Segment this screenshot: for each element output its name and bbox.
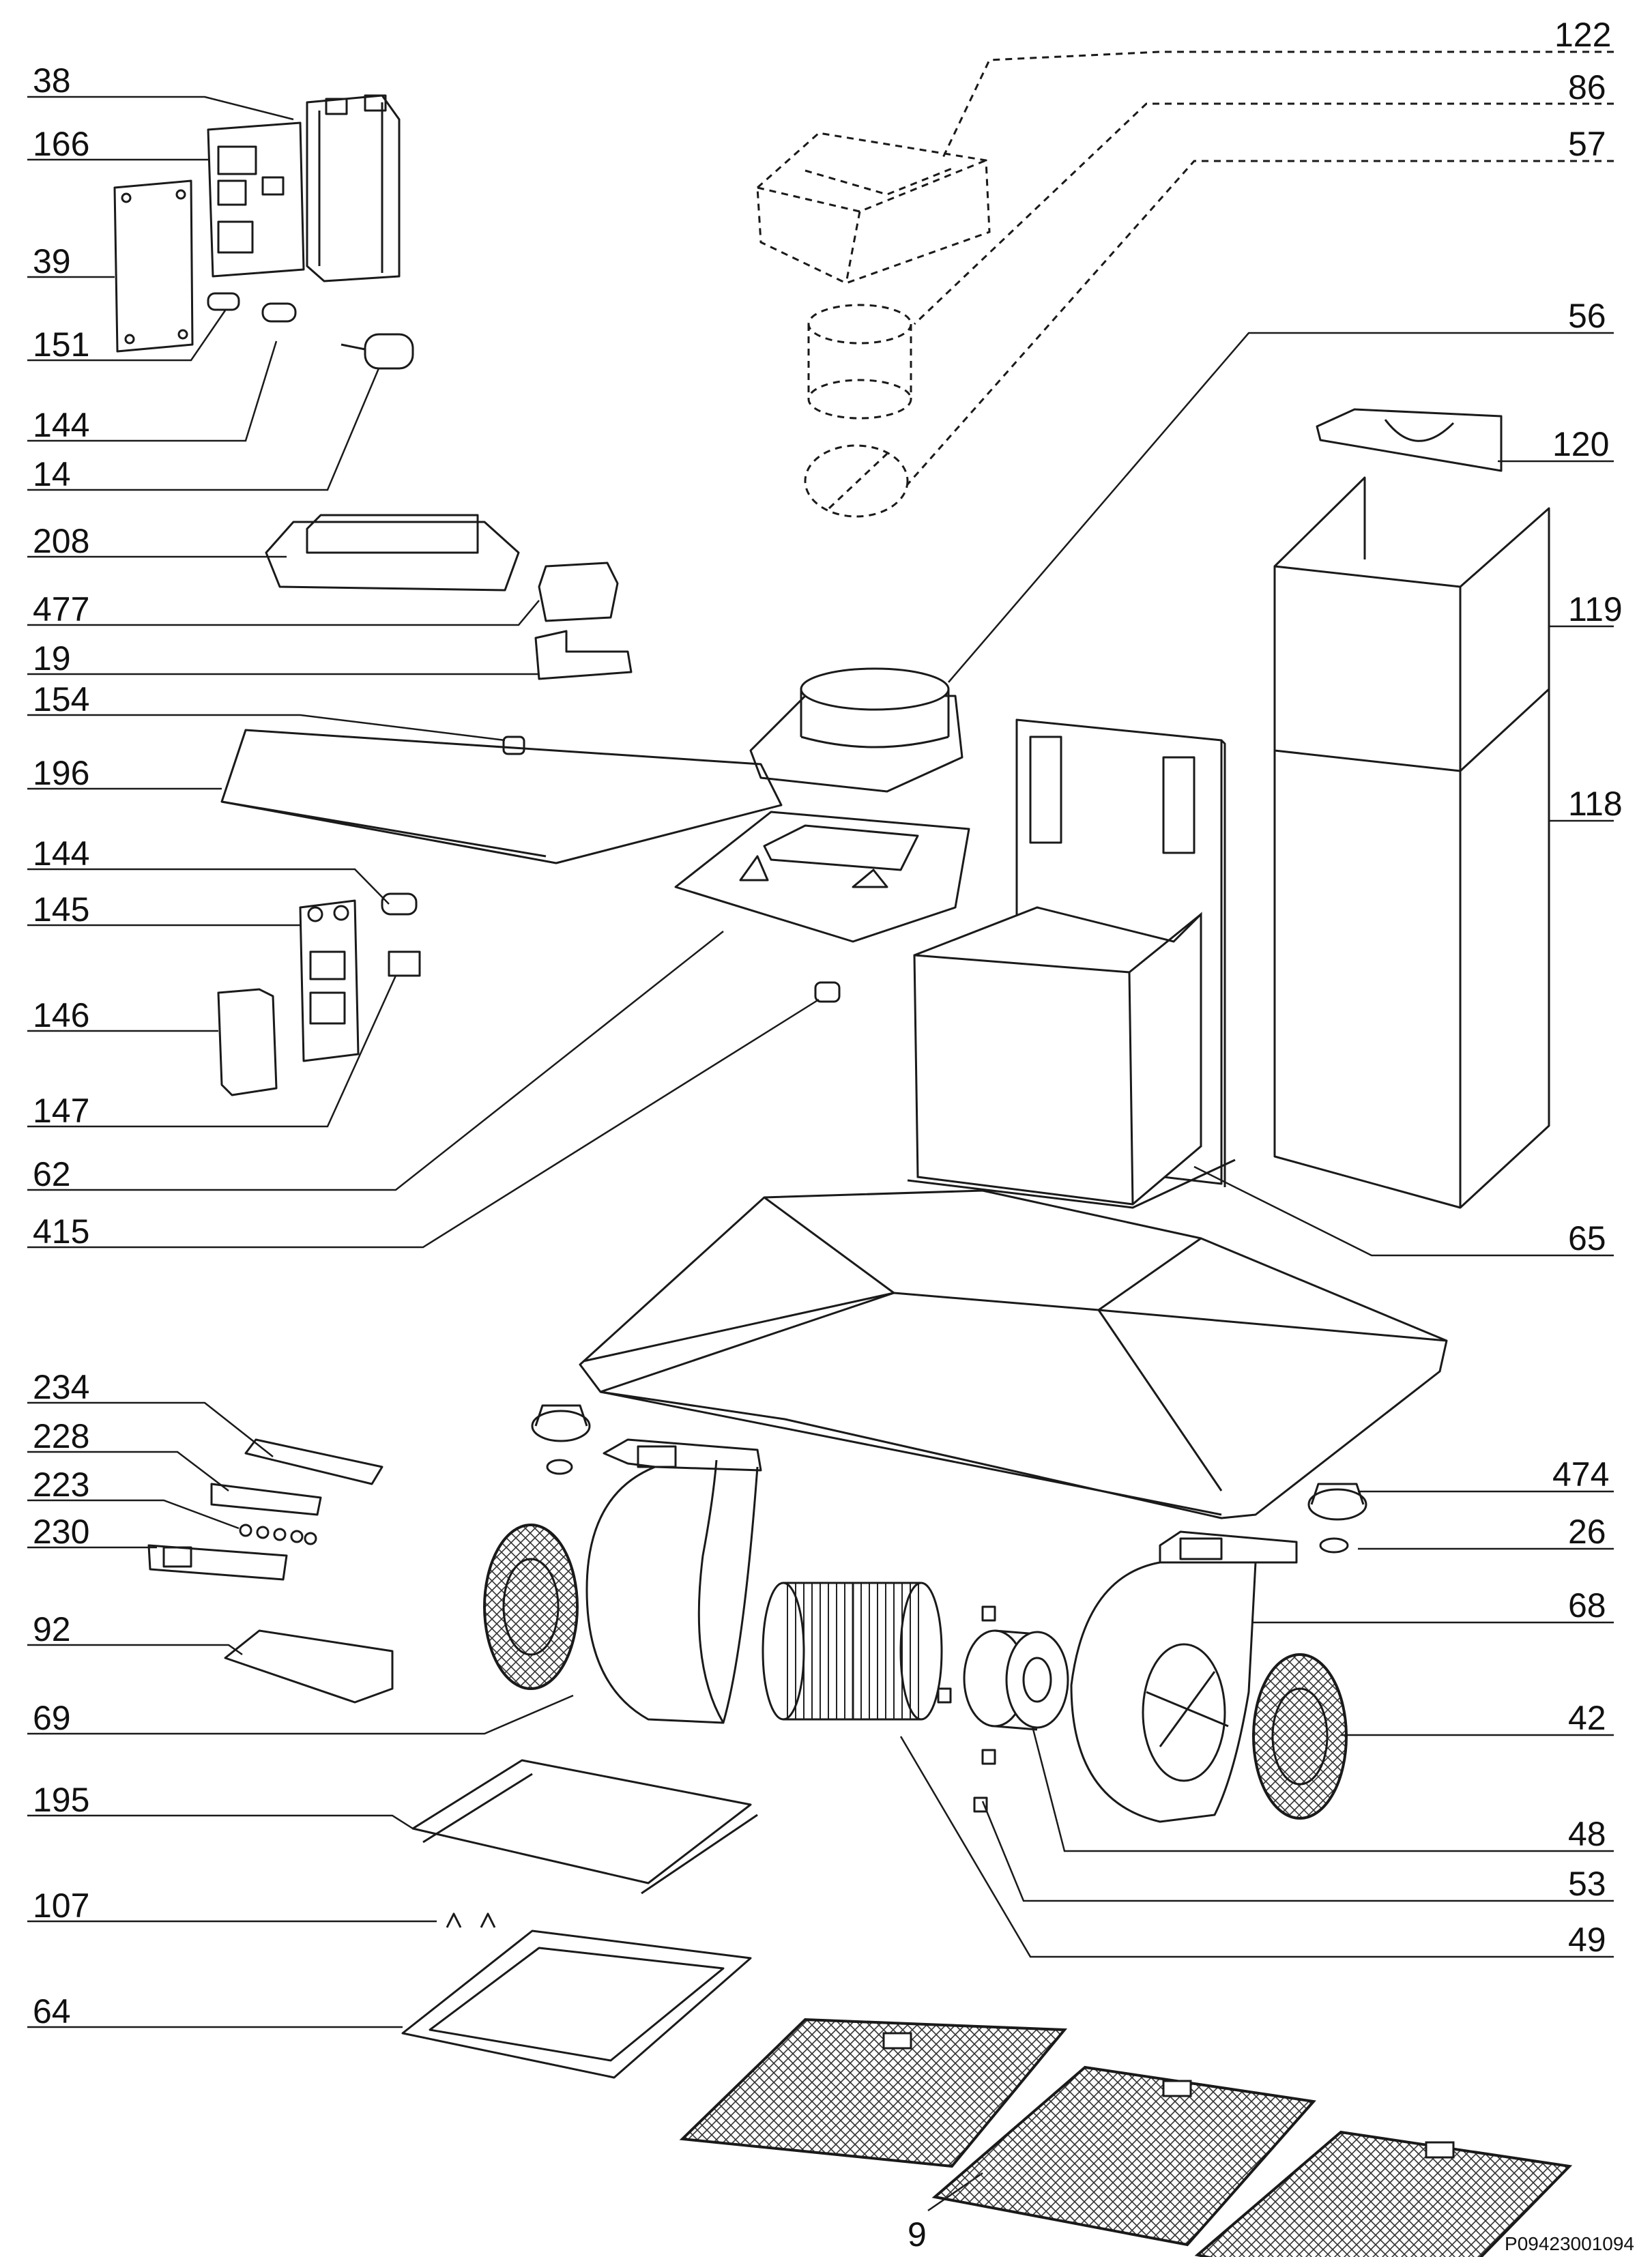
label-118: 118	[1568, 785, 1623, 823]
outlet-collar	[749, 667, 963, 793]
chimney-bracket	[1316, 408, 1503, 472]
label-147: 147	[33, 1092, 89, 1130]
inlet-grille-left	[483, 1524, 579, 1690]
label-42: 42	[1568, 1699, 1606, 1737]
label-53: 53	[1568, 1865, 1606, 1903]
blower-motor	[937, 1605, 1069, 1813]
inner-chimney-frame	[907, 718, 1236, 1209]
label-230: 230	[33, 1513, 89, 1551]
lamp-holders	[531, 1404, 1367, 1554]
damper-plate	[674, 811, 970, 943]
label-39: 39	[33, 242, 71, 280]
label-477: 477	[33, 590, 89, 628]
drawing-code: P09423001094	[1505, 2233, 1634, 2254]
label-415: 415	[33, 1212, 89, 1251]
label-154: 154	[33, 680, 89, 718]
label-107: 107	[33, 1887, 89, 1925]
lamp-bracket-parts	[220, 729, 783, 864]
label-151: 151	[33, 325, 89, 364]
blower-impeller	[762, 1582, 943, 1721]
label-19: 19	[33, 639, 71, 678]
label-92: 92	[33, 1610, 71, 1648]
label-64: 64	[33, 1992, 71, 2030]
label-48: 48	[1568, 1815, 1606, 1853]
label-146: 146	[33, 996, 89, 1034]
label-145: 145	[33, 890, 89, 929]
label-474: 474	[1552, 1455, 1609, 1494]
label-14: 14	[33, 455, 71, 493]
hood-canopy	[579, 1189, 1448, 1519]
label-69: 69	[33, 1699, 71, 1737]
label-120: 120	[1552, 425, 1609, 463]
right-callouts: 122 86 57 56 120 119 118 65 474 26 68 42…	[899, 16, 1623, 2254]
label-49: 49	[1568, 1921, 1606, 1959]
label-166: 166	[33, 125, 89, 163]
label-196: 196	[33, 754, 89, 792]
label-26: 26	[1568, 1513, 1606, 1551]
label-208: 208	[33, 522, 89, 560]
label-195: 195	[33, 1781, 89, 1819]
label-144b: 144	[33, 834, 89, 873]
switch-assembly-parts	[217, 892, 421, 1096]
label-234: 234	[33, 1368, 89, 1406]
label-119: 119	[1568, 590, 1623, 628]
inlet-grille-right	[1252, 1653, 1348, 1820]
label-144: 144	[33, 406, 89, 444]
label-38: 38	[33, 61, 71, 100]
label-228: 228	[33, 1417, 89, 1455]
label-56: 56	[1568, 297, 1606, 335]
blower-housing-left	[585, 1438, 762, 1724]
label-9: 9	[908, 2215, 927, 2254]
duct-accessories	[756, 132, 991, 518]
control-panel-parts	[147, 1438, 394, 1704]
label-65: 65	[1568, 1219, 1606, 1257]
control-box-parts	[113, 94, 414, 370]
label-122: 122	[1554, 16, 1611, 54]
label-57: 57	[1568, 125, 1606, 163]
left-callouts: 38 166 39 151 144 14 208 477 19 154 196 …	[27, 61, 820, 2030]
ballast-parts	[265, 514, 633, 680]
grease-filters	[679, 2018, 1573, 2257]
blower-housing-right	[1070, 1530, 1298, 1823]
label-62: 62	[33, 1155, 71, 1193]
clip-415	[814, 981, 841, 1003]
label-223: 223	[33, 1466, 89, 1504]
label-86: 86	[1568, 68, 1606, 106]
label-68: 68	[1568, 1586, 1606, 1625]
chimney-sections	[1273, 476, 1550, 1209]
mounting-frames	[401, 1759, 758, 2079]
